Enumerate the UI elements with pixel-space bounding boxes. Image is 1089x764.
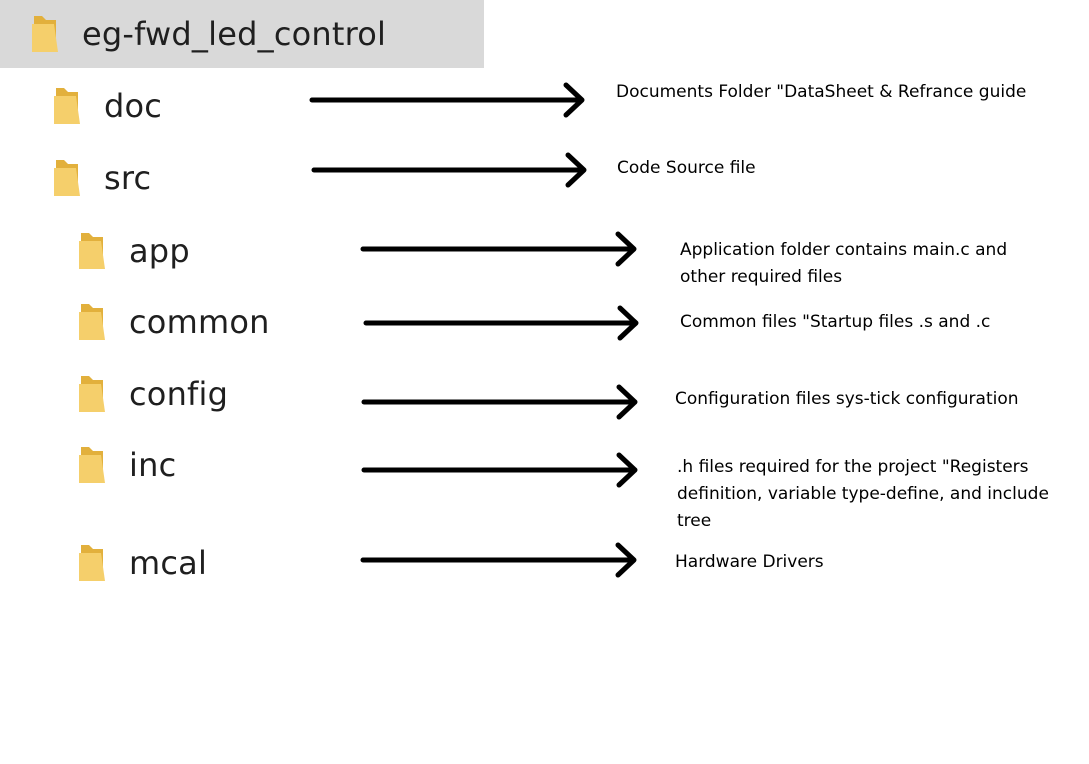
description-doc: Documents Folder "DataSheet & Refrance g… (616, 82, 1027, 102)
tree-item-label: config (129, 375, 229, 413)
description-src: Code Source file (617, 158, 756, 178)
folder-icon (77, 445, 107, 485)
description-config: Configuration files sys-tick configurati… (675, 389, 1019, 409)
folder-icon (52, 86, 82, 126)
tree-root-label: eg-fwd_led_control (82, 15, 387, 53)
tree-item-src[interactable]: src (52, 156, 151, 200)
tree-item-label: src (104, 159, 152, 197)
tree-item-label: common (129, 303, 270, 341)
tree-item-label: app (129, 232, 190, 270)
description-app: Application folder contains main.c and o… (680, 240, 1008, 287)
tree-root[interactable]: eg-fwd_led_control (30, 12, 386, 56)
folder-icon (30, 14, 60, 54)
folder-icon (52, 158, 82, 198)
tree-item-label: inc (129, 446, 177, 484)
folder-icon (77, 543, 107, 583)
tree-item-inc[interactable]: inc (77, 443, 176, 487)
folder-icon (77, 374, 107, 414)
description-common: Common files "Startup files .s and .c (680, 312, 991, 332)
tree-item-common[interactable]: common (77, 300, 270, 344)
folder-icon (77, 302, 107, 342)
tree-item-label: mcal (129, 544, 208, 582)
description-mcal: Hardware Drivers (675, 552, 824, 572)
tree-item-app[interactable]: app (77, 229, 190, 273)
folder-icon (77, 231, 107, 271)
tree-item-mcal[interactable]: mcal (77, 541, 207, 585)
description-inc: .h files required for the project "Regis… (677, 457, 1049, 531)
tree-item-config[interactable]: config (77, 372, 228, 416)
tree-item-doc[interactable]: doc (52, 84, 162, 128)
tree-item-label: doc (104, 87, 163, 125)
root-folder-highlight[interactable] (0, 0, 484, 68)
